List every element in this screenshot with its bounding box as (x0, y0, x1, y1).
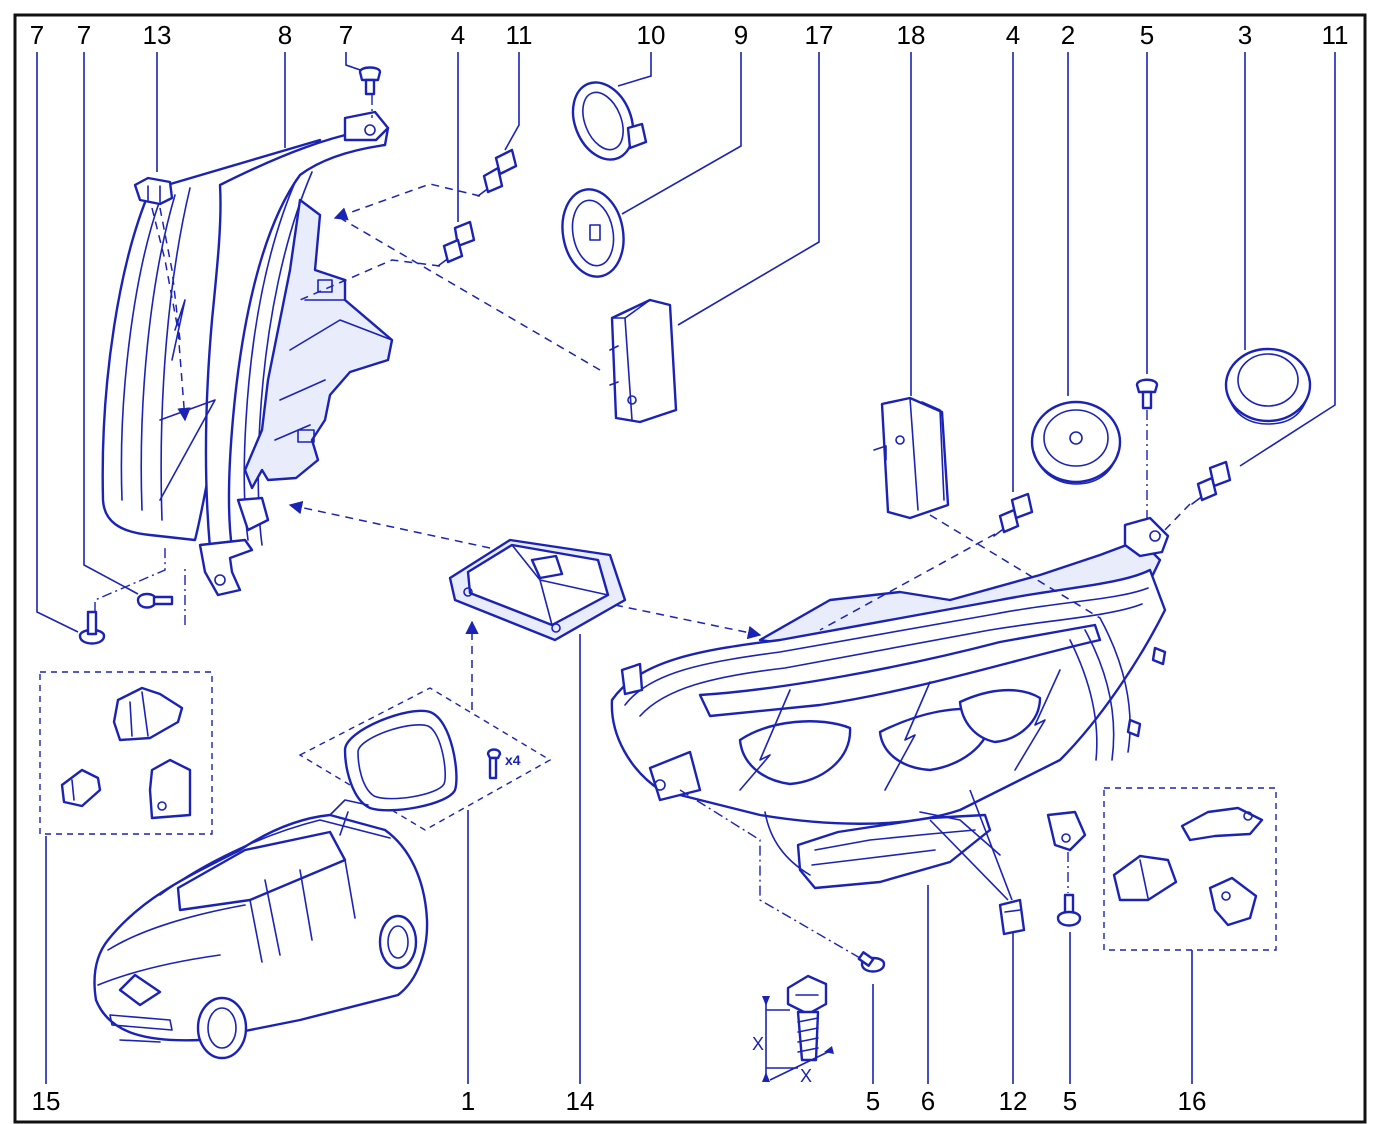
screw-7-lower (78, 610, 106, 645)
cap-10 (571, 81, 648, 161)
ballast-module-17 (609, 298, 678, 424)
screw-5-top (1135, 378, 1159, 410)
right-headlight-unit (610, 516, 1170, 890)
car-illustration (93, 799, 429, 1060)
callout-7c: 7 (339, 20, 353, 50)
diagram-frame (13, 13, 1367, 1124)
callout-11a: 11 (506, 20, 533, 50)
clip-12 (998, 898, 1026, 936)
screw-5-bottom (1056, 893, 1082, 927)
callout-16: 16 (1178, 1086, 1207, 1116)
bulb-4-right (993, 492, 1034, 537)
callout-12: 12 (999, 1086, 1028, 1116)
clip-13 (133, 176, 174, 206)
left-headlight-unit (101, 110, 394, 597)
dim-x-vertical: X (752, 1034, 764, 1054)
callout-14: 14 (566, 1086, 595, 1116)
assembly-paths-left (94, 95, 601, 625)
callout-5a: 5 (1140, 20, 1154, 50)
cap-9 (561, 188, 625, 278)
screw-5-lower (857, 951, 886, 973)
screw-quantity-label: x4 (505, 752, 521, 768)
bulb-4-left (437, 220, 476, 267)
callout-17: 17 (805, 20, 834, 50)
callout-labels-top: 7 7 13 8 7 4 11 10 9 17 18 4 2 5 3 11 (30, 20, 1349, 50)
callout-labels-bottom: 15 1 14 5 6 12 5 16 (32, 1086, 1207, 1116)
bracket-kit-16 (1103, 787, 1277, 951)
callout-11b: 11 (1322, 20, 1349, 50)
gasket-kit-1: x4 (298, 620, 552, 831)
callout-4a: 4 (451, 20, 465, 50)
cap-3 (1224, 347, 1312, 425)
ecu-module-14 (448, 538, 627, 642)
callout-9: 9 (734, 20, 748, 50)
dim-x-diameter: X (800, 1066, 812, 1086)
path-ecu-to-right (614, 604, 762, 640)
callout-5b: 5 (866, 1086, 880, 1116)
bulb-11-right (1191, 460, 1232, 505)
callout-10: 10 (637, 20, 666, 50)
callout-4b: 4 (1006, 20, 1020, 50)
screw-dimension-detail: X X (752, 974, 834, 1086)
callout-18: 18 (897, 20, 926, 50)
cap-2 (1030, 400, 1122, 485)
callout-15: 15 (32, 1086, 61, 1116)
callout-3: 3 (1238, 20, 1252, 50)
leader-lines (36, 52, 1336, 1084)
callout-5c: 5 (1063, 1086, 1077, 1116)
callout-2: 2 (1061, 20, 1075, 50)
callout-7a: 7 (30, 20, 44, 50)
bracket-kit-15 (39, 671, 213, 835)
bulb-11-left (477, 148, 518, 197)
callout-8: 8 (278, 20, 292, 50)
callout-6: 6 (921, 1086, 935, 1116)
ballast-module-18 (873, 396, 950, 520)
screw-7-top (358, 66, 382, 96)
callout-1: 1 (461, 1086, 475, 1116)
callout-7b: 7 (77, 20, 91, 50)
screw-7-mid (136, 592, 174, 609)
assembly-paths-right (679, 410, 1191, 959)
callout-13: 13 (143, 20, 172, 50)
